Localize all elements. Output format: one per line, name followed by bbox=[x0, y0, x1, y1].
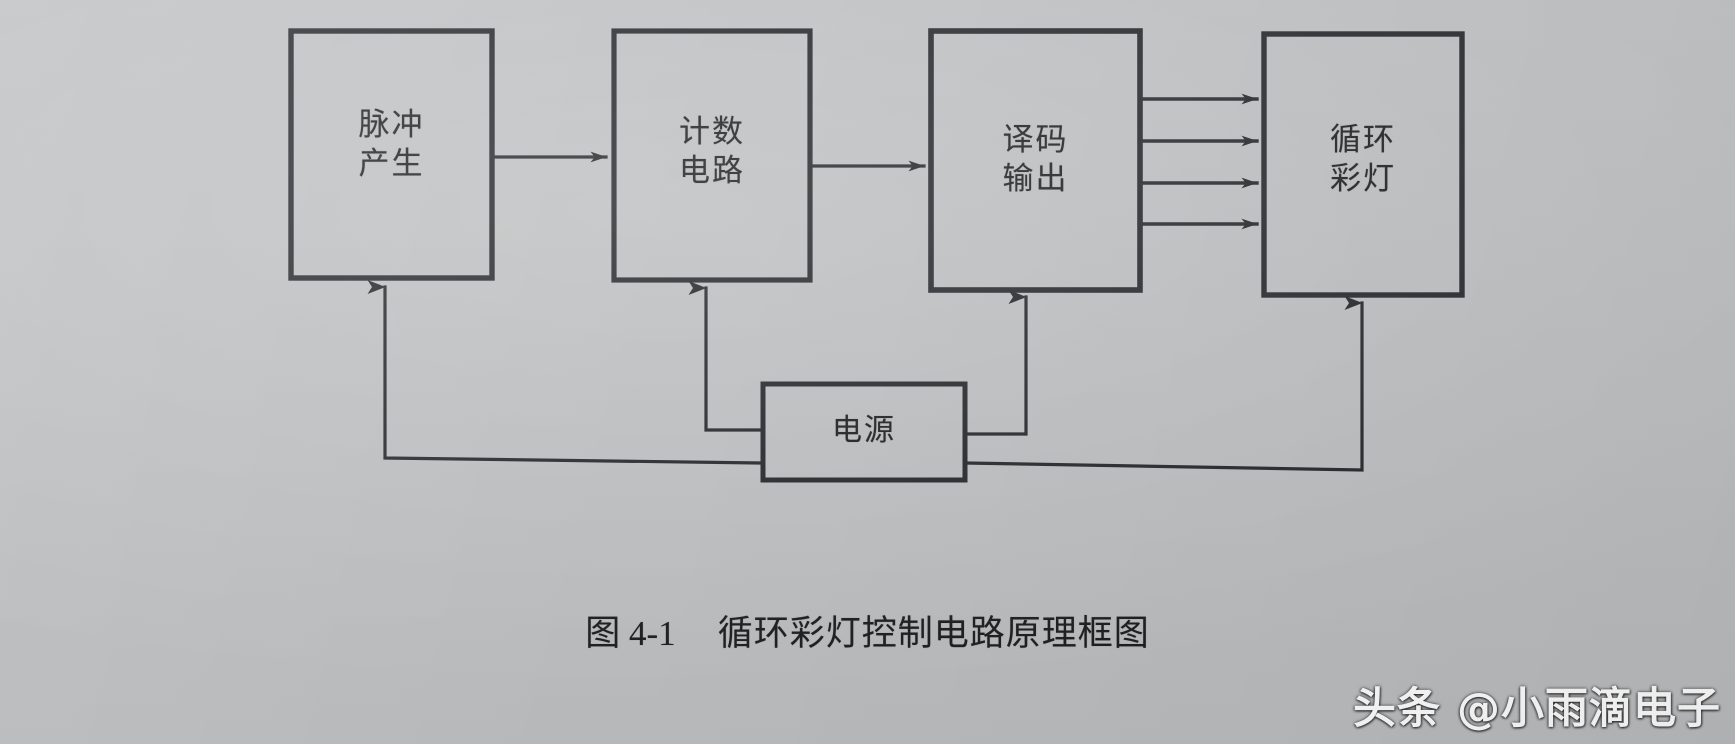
figure-caption: 图 4-1 循环彩灯控制电路原理框图 bbox=[0, 605, 1735, 656]
edge-power-to-lights bbox=[964, 296, 1364, 472]
edge-power-to-pulse bbox=[367, 280, 762, 465]
edge-power-to-counter bbox=[688, 281, 762, 432]
figure-caption-text: 循环彩灯控制电路原理框图 bbox=[717, 614, 1150, 653]
edge-power-to-decoder bbox=[963, 290, 1028, 436]
block-pulse-generator-rect bbox=[288, 28, 495, 281]
block-pulse-generator-label: 脉冲 产生 bbox=[358, 107, 425, 182]
watermark-text: 头条 @小雨滴电子 bbox=[1353, 684, 1721, 734]
figure-caption-number: 图 4-1 bbox=[585, 614, 676, 653]
block-counter-circuit-label: 计数 电路 bbox=[679, 114, 745, 189]
block-cycling-lights-label: 循环 彩灯 bbox=[1330, 122, 1396, 197]
block-power-supply-label: 电源 bbox=[832, 414, 896, 447]
block-cycling-lights-rect bbox=[1261, 31, 1465, 298]
block-decoder-output-rect bbox=[928, 28, 1143, 293]
block-power-supply-rect bbox=[760, 381, 968, 483]
block-decoder-output-label: 译码 输出 bbox=[1002, 122, 1069, 197]
block-counter-circuit-rect bbox=[611, 28, 813, 283]
